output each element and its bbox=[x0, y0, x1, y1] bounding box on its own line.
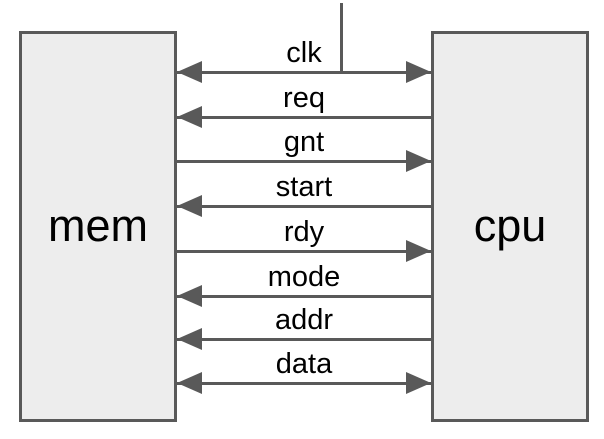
arrowhead-left bbox=[177, 195, 202, 217]
cpu-block-label: cpu bbox=[473, 200, 547, 251]
arrowhead-left bbox=[177, 106, 202, 128]
signal-row-data: data bbox=[177, 343, 431, 395]
signal-line bbox=[177, 116, 431, 119]
arrowhead-right bbox=[406, 61, 431, 83]
signal-label: req bbox=[283, 82, 325, 114]
arrowhead-left bbox=[177, 285, 202, 307]
arrowhead-left bbox=[177, 372, 202, 394]
signal-label: start bbox=[275, 171, 333, 203]
signal-line bbox=[177, 205, 431, 208]
signal-row-rdy: rdy bbox=[177, 211, 431, 263]
signal-line bbox=[177, 382, 431, 385]
signal-row-gnt: gnt bbox=[177, 121, 431, 173]
external-clock-feed-line bbox=[340, 3, 343, 71]
signal-row-start: start bbox=[177, 166, 431, 218]
signal-label: rdy bbox=[283, 216, 325, 248]
signal-line bbox=[177, 160, 431, 163]
arrowhead-left bbox=[177, 328, 202, 350]
signal-label: gnt bbox=[283, 126, 325, 158]
signal-row-req: req bbox=[177, 77, 431, 129]
signal-row-addr: addr bbox=[177, 299, 431, 351]
signal-label: data bbox=[275, 348, 333, 380]
cpu-block: cpu bbox=[431, 31, 589, 422]
signal-line bbox=[177, 295, 431, 298]
signal-label: clk bbox=[286, 37, 322, 69]
signal-label: addr bbox=[274, 304, 334, 336]
signal-row-mode: mode bbox=[177, 256, 431, 308]
mem-block: mem bbox=[19, 31, 177, 422]
arrowhead-left bbox=[177, 61, 202, 83]
arrowhead-right bbox=[406, 150, 431, 172]
signal-label: mode bbox=[267, 261, 341, 293]
mem-block-label: mem bbox=[48, 200, 148, 251]
signal-line bbox=[177, 338, 431, 341]
arrowhead-right bbox=[406, 372, 431, 394]
signal-line bbox=[177, 250, 431, 253]
signal-row-clk: clk bbox=[177, 32, 431, 84]
signal-line bbox=[177, 71, 431, 74]
arrowhead-right bbox=[406, 240, 431, 262]
